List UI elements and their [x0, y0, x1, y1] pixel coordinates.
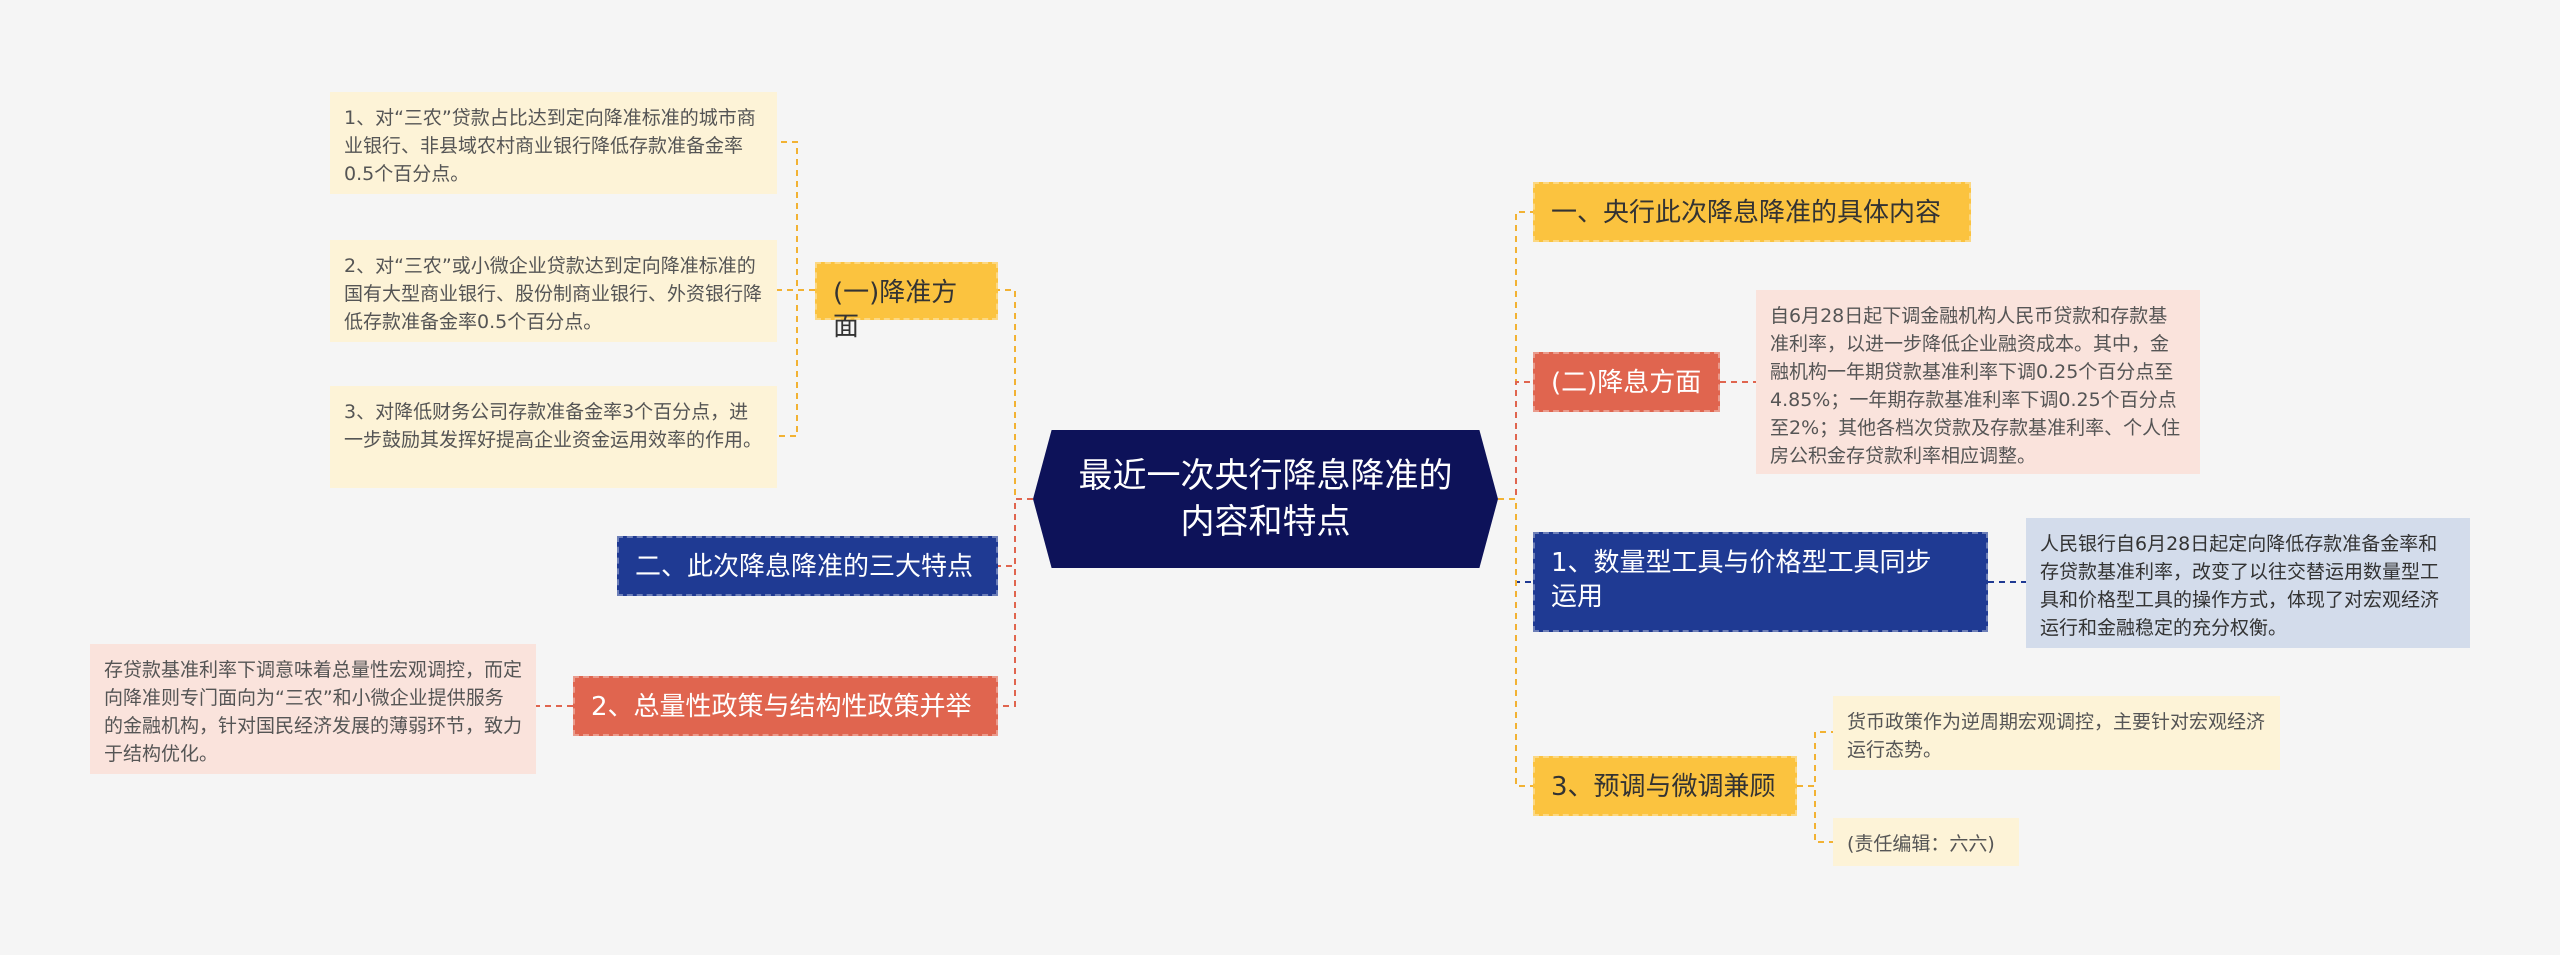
- leaf-text: (责任编辑：六六): [1847, 833, 1995, 855]
- topic-label: 一、央行此次降息降准的具体内容: [1551, 198, 1942, 228]
- topic-label-line2: 运用: [1551, 582, 1604, 612]
- topic-fine-tuning[interactable]: 3、预调与微调兼顾: [1533, 756, 1797, 816]
- leaf-tools-note[interactable]: 人民银行自6月28日起定向降低存款准备金率和存贷款基准利率，改变了以往交替运用数…: [2026, 518, 2470, 648]
- central-topic[interactable]: 最近一次央行降息降准的 内容和特点: [1033, 430, 1498, 568]
- topic-label: 2、总量性政策与结构性政策并举: [591, 692, 972, 722]
- leaf-text: 1、对“三农”贷款占比达到定向降准标准的城市商业银行、非县域农村商业银行降低存款…: [344, 107, 756, 185]
- topic-aggregate-structural-policy[interactable]: 2、总量性政策与结构性政策并举: [573, 676, 998, 736]
- topic-label: (二)降息方面: [1551, 368, 1702, 398]
- topic-label: 3、预调与微调兼顾: [1551, 772, 1776, 802]
- leaf-fine-tuning-item-1[interactable]: 货币政策作为逆周期宏观调控，主要针对宏观经济运行态势。: [1833, 696, 2280, 770]
- leaf-text: 3、对降低财务公司存款准备金率3个百分点，进一步鼓励其发挥好提高企业资金运用效率…: [344, 401, 763, 451]
- topic-label: 二、此次降息降准的三大特点: [635, 552, 974, 582]
- leaf-text: 人民银行自6月28日起定向降低存款准备金率和存贷款基准利率，改变了以往交替运用数…: [2040, 533, 2440, 639]
- topic-quantity-price-tools[interactable]: 1、数量型工具与价格型工具同步 运用: [1533, 532, 1988, 632]
- central-topic-line1: 最近一次央行降息降准的: [1078, 456, 1453, 496]
- leaf-policy-note[interactable]: 存贷款基准利率下调意味着总量性宏观调控，而定向降准则专门面向为“三农”和小微企业…: [90, 644, 536, 774]
- topic-three-features[interactable]: 二、此次降息降准的三大特点: [617, 536, 998, 596]
- topic-rate-cut[interactable]: (二)降息方面: [1533, 352, 1720, 412]
- leaf-editor-credit[interactable]: (责任编辑：六六): [1833, 818, 2019, 866]
- topic-reserve-ratio[interactable]: (一)降准方面: [815, 262, 998, 342]
- leaf-text: 2、对“三农”或小微企业贷款达到定向降准标准的国有大型商业银行、股份制商业银行、…: [344, 255, 763, 333]
- topic-specific-content[interactable]: 一、央行此次降息降准的具体内容: [1533, 182, 1971, 242]
- leaf-reserve-item-2[interactable]: 2、对“三农”或小微企业贷款达到定向降准标准的国有大型商业银行、股份制商业银行、…: [330, 240, 777, 342]
- leaf-text: 自6月28日起下调金融机构人民币贷款和存款基准利率，以进一步降低企业融资成本。其…: [1770, 305, 2181, 467]
- leaf-text: 存贷款基准利率下调意味着总量性宏观调控，而定向降准则专门面向为“三农”和小微企业…: [104, 659, 523, 765]
- topic-label-line1: 1、数量型工具与价格型工具同步: [1551, 548, 1932, 578]
- leaf-reserve-item-1[interactable]: 1、对“三农”贷款占比达到定向降准标准的城市商业银行、非县域农村商业银行降低存款…: [330, 92, 777, 194]
- topic-label: (一)降准方面: [833, 278, 958, 342]
- leaf-reserve-item-3[interactable]: 3、对降低财务公司存款准备金率3个百分点，进一步鼓励其发挥好提高企业资金运用效率…: [330, 386, 777, 488]
- leaf-text: 货币政策作为逆周期宏观调控，主要针对宏观经济运行态势。: [1847, 711, 2266, 761]
- leaf-rate-note[interactable]: 自6月28日起下调金融机构人民币贷款和存款基准利率，以进一步降低企业融资成本。其…: [1756, 290, 2200, 474]
- central-topic-line2: 内容和特点: [1180, 502, 1351, 542]
